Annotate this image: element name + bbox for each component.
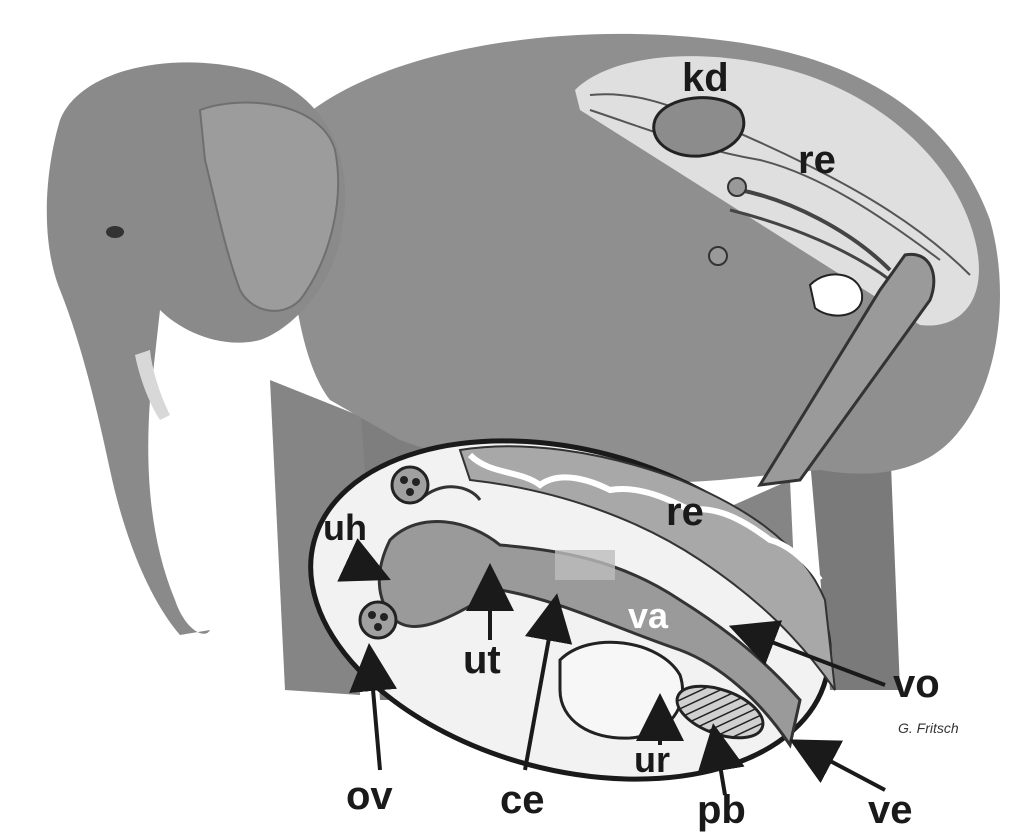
kidney-shape bbox=[654, 98, 744, 156]
label-ut: ut bbox=[463, 640, 501, 680]
label-va: va bbox=[628, 598, 668, 634]
label-uh: uh bbox=[323, 510, 367, 546]
label-ce: ce bbox=[500, 780, 545, 820]
label-ur: ur bbox=[634, 742, 670, 778]
label-kd: kd bbox=[682, 58, 729, 98]
ovary-top bbox=[392, 467, 428, 503]
label-ov: ov bbox=[346, 776, 393, 816]
credit-text: G. Fritsch bbox=[898, 720, 959, 736]
label-re-lower: re bbox=[666, 492, 704, 532]
label-ve: ve bbox=[868, 790, 913, 830]
label-vo: vo bbox=[893, 664, 940, 704]
arrow-ve bbox=[800, 745, 885, 790]
label-re-upper: re bbox=[798, 140, 836, 180]
label-pb: pb bbox=[697, 790, 746, 830]
ovary-bottom bbox=[360, 602, 396, 638]
